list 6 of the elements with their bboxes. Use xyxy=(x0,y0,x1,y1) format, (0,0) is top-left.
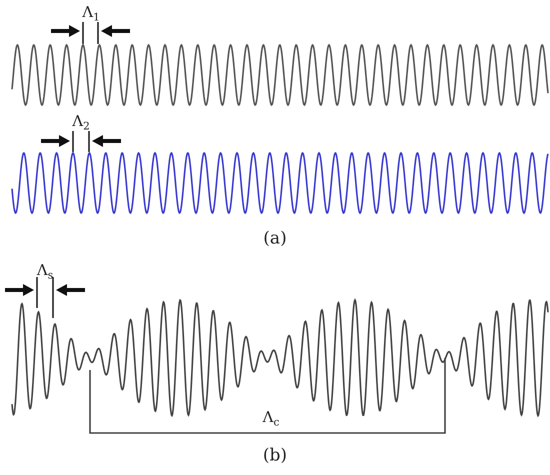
dimension-label: Λ$_{1}$ xyxy=(82,5,100,23)
dimension-label: Λ$_{2}$ xyxy=(72,114,90,132)
dimension-label: Λ$_{s}$ xyxy=(36,263,54,281)
panel-label: (b) xyxy=(262,448,288,464)
panel-label: (a) xyxy=(263,230,287,248)
dimension-label: Λ$_{c}$ xyxy=(262,410,280,428)
